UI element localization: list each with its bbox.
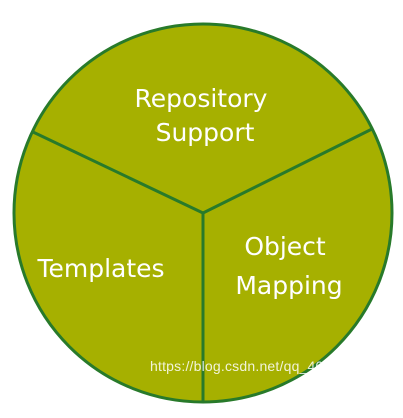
- templates-line-1: Templates: [36, 254, 164, 283]
- divider-line-right: [202, 127, 373, 215]
- object-mapping-line-2: Mapping: [235, 271, 342, 300]
- object-mapping-line-1: Object: [244, 232, 326, 261]
- segment-label-object-mapping: Object Mapping: [235, 232, 342, 300]
- segment-label-templates: Templates: [36, 254, 164, 283]
- segment-label-repository-support: Repository Support: [135, 84, 276, 147]
- repository-support-line-2: Support: [156, 118, 255, 147]
- watermark-url: https://blog.csdn.net/qq_40680190: [150, 358, 372, 374]
- repository-support-line-1: Repository: [135, 84, 268, 113]
- divider-line-left: [32, 130, 204, 215]
